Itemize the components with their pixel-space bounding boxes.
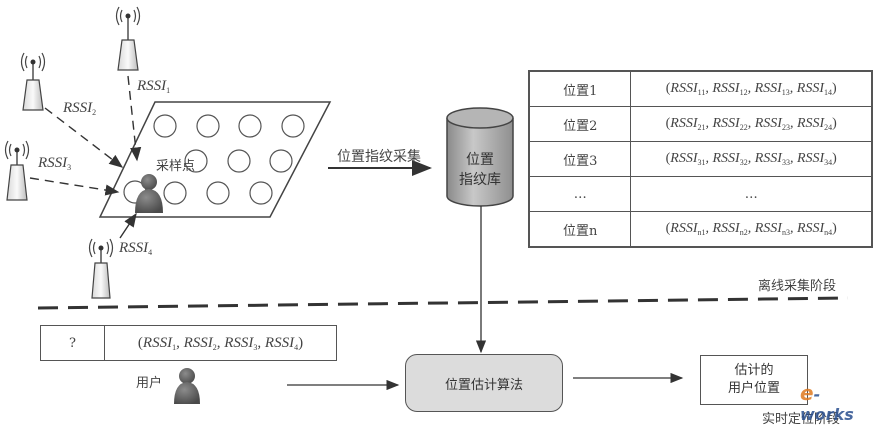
fingerprint-location: 位置n bbox=[528, 211, 632, 248]
query-rssi-vector: (RSSI1, RSSI2, RSSI3, RSSI4) bbox=[104, 325, 337, 361]
fingerprint-row: 位置1(RSSI11, RSSI12, RSSI13, RSSI14) bbox=[528, 70, 873, 107]
fingerprint-location: 位置2 bbox=[528, 106, 632, 142]
query-row: ? (RSSI1, RSSI2, RSSI3, RSSI4) bbox=[40, 325, 337, 361]
signal-line-2 bbox=[44, 107, 124, 168]
stage-divider bbox=[37, 296, 849, 310]
fingerprint-row: 位置3(RSSI31, RSSI32, RSSI33, RSSI34) bbox=[528, 141, 873, 177]
online-stage-label: 实时定位阶段 bbox=[762, 412, 841, 427]
fingerprint-location: … bbox=[528, 176, 632, 212]
user-person-icon bbox=[174, 368, 200, 404]
fingerprint-rssi-vector: (RSSI11, RSSI12, RSSI13, RSSI14) bbox=[630, 70, 873, 107]
fingerprint-location: 位置1 bbox=[528, 70, 632, 107]
offline-stage-label: 离线采集阶段 bbox=[758, 279, 837, 294]
surveyor-person-icon bbox=[135, 174, 163, 213]
signal-line-3 bbox=[29, 177, 120, 196]
estimated-user-position-box: 估计的 用户位置 bbox=[700, 355, 808, 405]
fingerprint-rssi-vector: (RSSI21, RSSI22, RSSI23, RSSI24) bbox=[630, 106, 873, 142]
query-table: ? (RSSI1, RSSI2, RSSI3, RSSI4) bbox=[40, 325, 337, 361]
access-point-2 bbox=[20, 52, 46, 111]
fingerprint-row: 位置n(RSSIn1, RSSIn2, RSSIn3, RSSIn4) bbox=[528, 211, 873, 248]
access-point-3 bbox=[4, 140, 30, 201]
fingerprint-database-icon bbox=[446, 107, 514, 207]
watermark-logo: e-works bbox=[800, 381, 854, 424]
database-label-line1: 位置 bbox=[466, 152, 494, 168]
rssi-1-label: RSSI1 bbox=[137, 78, 171, 95]
result-line1: 估计的 bbox=[734, 363, 774, 378]
sample-points bbox=[123, 114, 305, 205]
fingerprint-rssi-vector: (RSSI31, RSSI32, RSSI33, RSSI34) bbox=[630, 141, 873, 177]
user-label: 用户 bbox=[136, 376, 163, 391]
fingerprint-rssi-vector: … bbox=[630, 176, 873, 212]
database-label: 位置 指纹库 bbox=[452, 150, 508, 190]
position-estimation-algorithm-box: 位置估计算法 bbox=[405, 354, 563, 412]
rssi-3-label: RSSI3 bbox=[38, 155, 72, 172]
fingerprint-row: 位置2(RSSI21, RSSI22, RSSI23, RSSI24) bbox=[528, 106, 873, 142]
collect-arrow-label: 位置指纹采集 bbox=[337, 149, 421, 165]
access-point-4 bbox=[88, 238, 114, 299]
fingerprint-rssi-vector: (RSSIn1, RSSIn2, RSSIn3, RSSIn4) bbox=[630, 211, 873, 248]
signal-line-4 bbox=[119, 212, 137, 239]
rssi-4-label: RSSI4 bbox=[119, 240, 153, 257]
sample-point-label: 采样点 bbox=[156, 159, 196, 174]
access-point-1 bbox=[115, 6, 141, 71]
fingerprint-row: …… bbox=[528, 176, 873, 212]
rssi-2-label: RSSI2 bbox=[63, 100, 97, 117]
database-label-line2: 指纹库 bbox=[459, 172, 501, 188]
fingerprint-location: 位置3 bbox=[528, 141, 632, 177]
result-line2: 用户位置 bbox=[727, 381, 780, 396]
query-location: ? bbox=[40, 325, 105, 361]
fingerprint-table: 位置1(RSSI11, RSSI12, RSSI13, RSSI14)位置2(R… bbox=[528, 70, 873, 248]
